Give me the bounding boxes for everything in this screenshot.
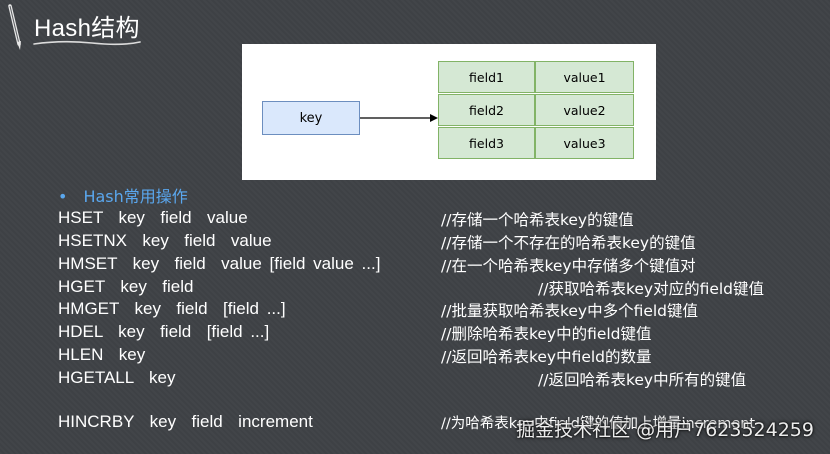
bullet-icon: • [58, 187, 68, 206]
field-cell: field3 [438, 127, 535, 159]
command-text: HDEL key field [field ...] [58, 322, 270, 341]
command-text: HGET key field [58, 277, 194, 296]
section-heading: • Hash常用操作 [58, 183, 188, 207]
command-row: HLEN key //返回哈希表key中field的数量 [0, 345, 830, 368]
key-arrow [360, 114, 438, 122]
pencil-icon [8, 4, 21, 50]
command-row: HSET key field value //存储一个哈希表key的键值 [0, 208, 830, 231]
command-text: HLEN key [58, 345, 146, 364]
command-comment: //返回哈希表key中field的数量 [441, 348, 652, 366]
field-cell: field2 [438, 94, 535, 126]
command-comment: //存储一个哈希表key的键值 [441, 211, 634, 229]
command-text: HINCRBY key field increment [58, 412, 313, 431]
field-cell: field1 [438, 61, 535, 93]
command-comment: //删除哈希表key中的field键值 [441, 325, 652, 343]
command-text: HMGET key field [field ...] [58, 299, 286, 318]
command-text: HMSET key field value [field value ...] [58, 254, 381, 273]
command-row: HDEL key field [field ...] //删除哈希表key中的f… [0, 322, 830, 345]
command-text: HSETNX key field value [58, 231, 272, 250]
command-row: HMSET key field value [field value ...] … [0, 254, 830, 277]
command-comment: //在一个哈希表key中存储多个键值对 [441, 257, 696, 275]
value-cell: value2 [535, 94, 634, 126]
command-row: HSETNX key field value //存储一个不存在的哈希表key的… [0, 231, 830, 254]
key-box: key [262, 101, 360, 135]
command-row: HINCRBY key field increment //为哈希表key中fi… [0, 412, 830, 435]
command-row: HMGET key field [field ...] //批量获取哈希表key… [0, 299, 830, 322]
command-row: HGET key field //获取哈希表key对应的field键值 [0, 277, 830, 300]
watermark: 掘金技术社区 @用户7623524259 [516, 419, 814, 441]
command-comment: //批量获取哈希表key中多个field键值 [441, 302, 699, 320]
title-underline [33, 40, 141, 46]
section-heading-text: Hash常用操作 [83, 187, 188, 206]
command-row: HGETALL key //返回哈希表key中所有的键值 [0, 368, 830, 391]
command-comment: //存储一个不存在的哈希表key的键值 [441, 234, 696, 252]
hash-diagram: key field1 value1 field2 value2 field3 v… [242, 44, 656, 180]
command-text: HSET key field value [58, 208, 248, 227]
value-cell: value3 [535, 127, 634, 159]
command-text: HGETALL key [58, 368, 176, 387]
command-comment: //为哈希表key中field键的值加上增量increment [441, 416, 756, 432]
command-comment: //返回哈希表key中所有的键值 [538, 371, 747, 389]
value-cell: value1 [535, 61, 634, 93]
slide-title: Hash结构 [34, 15, 140, 42]
command-comment: //获取哈希表key对应的field键值 [538, 280, 765, 298]
